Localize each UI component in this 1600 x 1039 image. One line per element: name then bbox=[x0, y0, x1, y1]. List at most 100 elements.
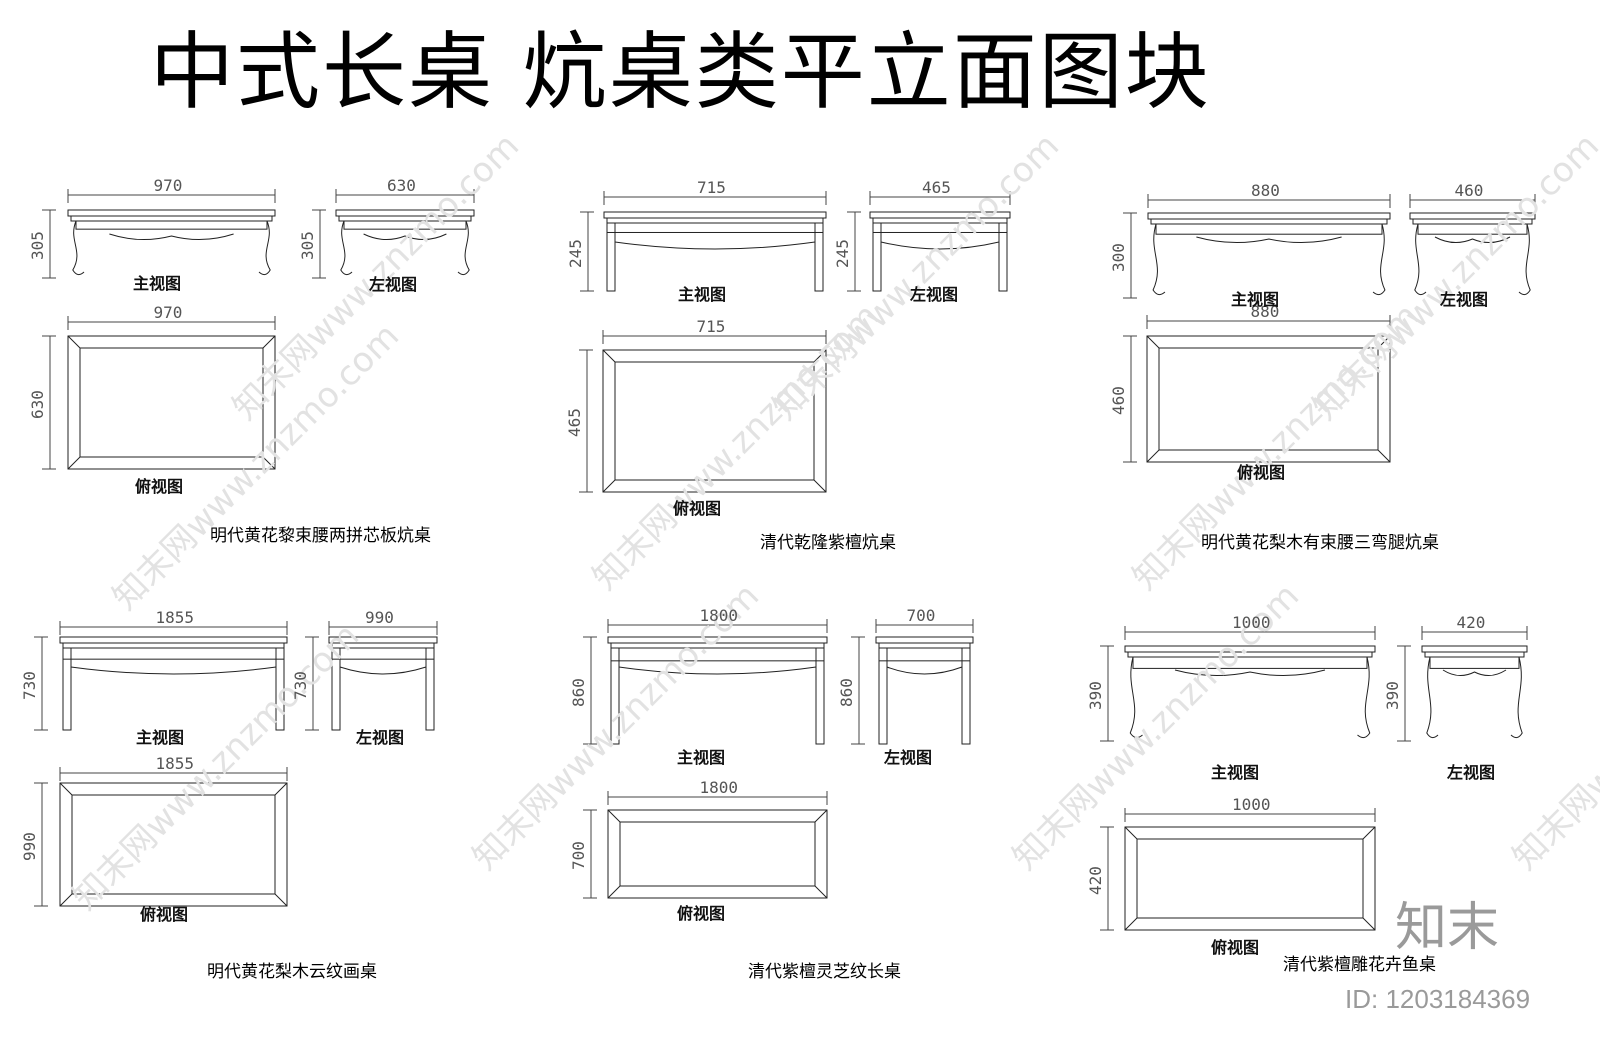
side-view-label: 左视图 bbox=[910, 285, 959, 304]
dimension-label: 700 bbox=[569, 841, 588, 870]
dimension-label: 300 bbox=[1109, 242, 1128, 272]
dimension-label: 245 bbox=[833, 238, 852, 268]
elevation-view bbox=[1147, 212, 1391, 296]
dimension-label: 730 bbox=[20, 670, 39, 700]
apron bbox=[1132, 656, 1368, 669]
horizontal-dimension bbox=[328, 621, 438, 635]
vertical-dimension bbox=[583, 809, 597, 899]
horizontal-dimension bbox=[335, 189, 475, 203]
elevation-view bbox=[875, 636, 974, 745]
table-edge bbox=[62, 642, 285, 649]
vertical-dimension bbox=[34, 636, 48, 731]
horizontal-dimension bbox=[607, 791, 828, 805]
elevation-view bbox=[67, 209, 276, 276]
table-name: 明代黄花梨木有束腰三弯腿炕桌 bbox=[1201, 533, 1439, 553]
apron bbox=[343, 220, 467, 230]
elevation-view bbox=[869, 211, 1011, 292]
plan-view bbox=[602, 349, 827, 493]
horizontal-dimension bbox=[875, 619, 974, 633]
top-view-label: 俯视图 bbox=[135, 477, 184, 496]
plan-view bbox=[1146, 335, 1391, 463]
dimension-label: 970 bbox=[153, 303, 183, 322]
dimension-label: 465 bbox=[922, 178, 951, 197]
dimension-label: 860 bbox=[837, 677, 856, 707]
table-top bbox=[875, 636, 974, 644]
apron bbox=[878, 647, 971, 662]
side-view-label: 左视图 bbox=[369, 275, 418, 294]
inner-panel bbox=[619, 821, 816, 887]
vertical-dimension bbox=[305, 636, 319, 731]
inner-panel bbox=[71, 794, 276, 895]
horizontal-dimension bbox=[59, 621, 288, 635]
dimension-label: 700 bbox=[906, 606, 936, 625]
elevation-view bbox=[328, 636, 438, 731]
table-top bbox=[1421, 645, 1528, 653]
dimension-label: 460 bbox=[1109, 386, 1128, 415]
carved-apron bbox=[1434, 236, 1511, 243]
plan-view bbox=[59, 782, 288, 907]
dimension-label: 970 bbox=[153, 176, 183, 195]
front-view-label: 主视图 bbox=[677, 748, 726, 767]
right-leg bbox=[1510, 656, 1523, 739]
plan-view bbox=[67, 335, 276, 470]
left-leg bbox=[331, 647, 341, 731]
horizontal-dimension bbox=[602, 330, 827, 344]
right-leg bbox=[1372, 223, 1386, 296]
dimension-label: 1000 bbox=[1232, 795, 1271, 814]
dimension-label: 1855 bbox=[155, 754, 195, 773]
apron bbox=[75, 220, 268, 230]
front-view-label: 主视图 bbox=[1211, 763, 1260, 782]
dimension-label: 390 bbox=[1383, 680, 1402, 710]
vertical-dimension bbox=[851, 636, 865, 745]
vertical-dimension bbox=[34, 782, 48, 907]
left-leg bbox=[1414, 223, 1427, 296]
dimension-label: 990 bbox=[365, 608, 394, 627]
outer-edge bbox=[602, 349, 827, 493]
horizontal-dimension bbox=[869, 191, 1011, 205]
left-leg bbox=[72, 220, 85, 276]
right-leg bbox=[1518, 223, 1531, 296]
dimension-label: 715 bbox=[696, 317, 726, 336]
table-top bbox=[603, 211, 827, 219]
front-view-label: 主视图 bbox=[678, 285, 727, 304]
horizontal-dimension bbox=[1421, 626, 1528, 640]
table-edge bbox=[1150, 218, 1388, 225]
horizontal-dimension bbox=[1124, 808, 1376, 822]
carved-apron bbox=[880, 241, 1000, 250]
horizontal-dimension bbox=[1147, 194, 1391, 208]
table-top bbox=[1147, 212, 1391, 220]
carved-apron bbox=[1196, 236, 1342, 244]
right-leg bbox=[814, 222, 824, 292]
dimension-label: 420 bbox=[1086, 865, 1105, 895]
carved-apron bbox=[109, 233, 234, 240]
horizontal-dimension bbox=[67, 189, 276, 203]
apron bbox=[1417, 223, 1528, 235]
front-view-label: 主视图 bbox=[136, 728, 185, 747]
table-name: 明代黄花梨木云纹画桌 bbox=[207, 962, 377, 982]
dimension-label: 420 bbox=[1456, 613, 1486, 632]
carved-apron bbox=[614, 241, 816, 250]
dimension-label: 305 bbox=[298, 231, 317, 260]
side-view-label: 左视图 bbox=[356, 728, 405, 747]
elevation-view bbox=[59, 636, 288, 731]
left-leg bbox=[1426, 656, 1439, 739]
elevation-view bbox=[1409, 212, 1536, 296]
side-view-label: 左视图 bbox=[884, 748, 933, 767]
dimension-label: 1800 bbox=[699, 778, 739, 797]
plan-view bbox=[1124, 826, 1376, 931]
left-leg bbox=[878, 647, 888, 745]
top-view-label: 俯视图 bbox=[673, 499, 722, 518]
dimension-label: 245 bbox=[566, 238, 585, 268]
dimension-label: 1800 bbox=[699, 606, 739, 625]
image-id: ID: 1203184369 bbox=[1345, 984, 1531, 1014]
left-leg bbox=[872, 222, 882, 292]
table-top bbox=[59, 636, 288, 644]
right-leg bbox=[457, 220, 470, 276]
table-name: 清代紫檀灵芝纹长桌 bbox=[748, 962, 901, 982]
left-leg bbox=[62, 647, 72, 731]
left-leg bbox=[1129, 656, 1143, 739]
horizontal-dimension bbox=[1124, 626, 1376, 640]
carved-apron bbox=[886, 666, 963, 675]
carved-apron bbox=[339, 666, 427, 675]
